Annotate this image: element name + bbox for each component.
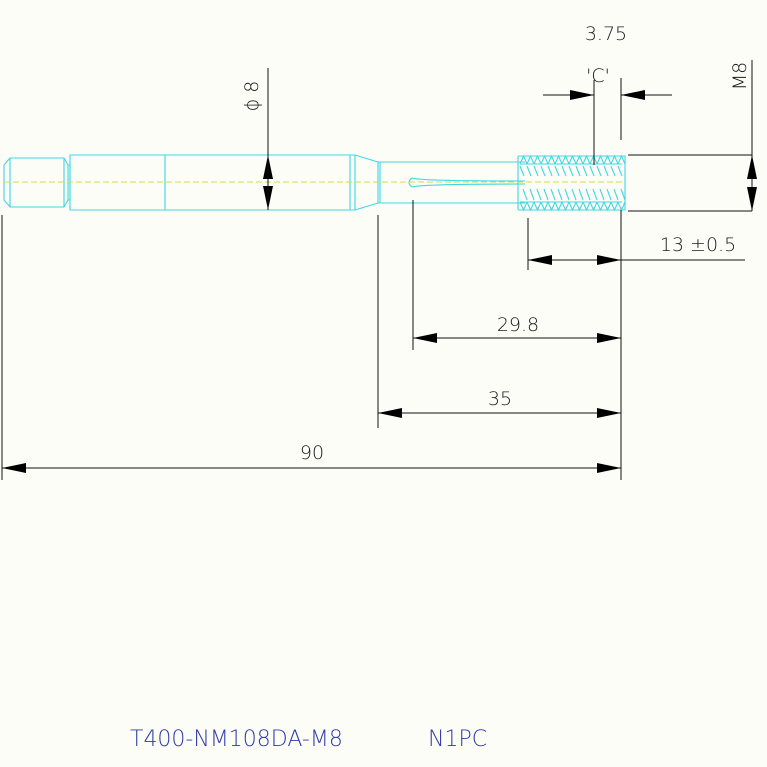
flute (408, 177, 526, 188)
square-drive (3, 157, 69, 208)
dim-shank-to-tip-text: 35 (488, 388, 512, 410)
shank (69, 154, 356, 211)
dim-overall-length: 90 (2, 442, 621, 473)
dim-thread-length: 13 ±0.5 (528, 234, 745, 265)
part-number: T400-NM108DA-M8 (130, 727, 343, 752)
dim-shank-to-tip: 35 (378, 388, 621, 418)
thread-section (519, 154, 626, 212)
dim-chamfer: 3.75 'C' (543, 23, 672, 100)
thread-teeth (519, 154, 626, 212)
dim-thread-length-text: 13 ±0.5 (660, 234, 736, 256)
dim-flute-length: 29.8 (413, 314, 621, 343)
quantity: N1PC (428, 727, 487, 752)
tap-outline (3, 154, 626, 212)
dim-thread-size: M8 (729, 60, 757, 211)
dim-chamfer-label: 'C' (586, 65, 610, 87)
dim-flute-length-text: 29.8 (497, 314, 539, 336)
dim-shank-diameter: ϕ 8 (241, 81, 273, 210)
dim-chamfer-text: 3.75 (585, 23, 627, 45)
extension-lines (1, 68, 752, 480)
dim-shank-diameter-text: ϕ 8 (241, 81, 263, 112)
dim-overall-length-text: 90 (300, 442, 324, 464)
dim-thread-size-text: M8 (729, 62, 751, 90)
